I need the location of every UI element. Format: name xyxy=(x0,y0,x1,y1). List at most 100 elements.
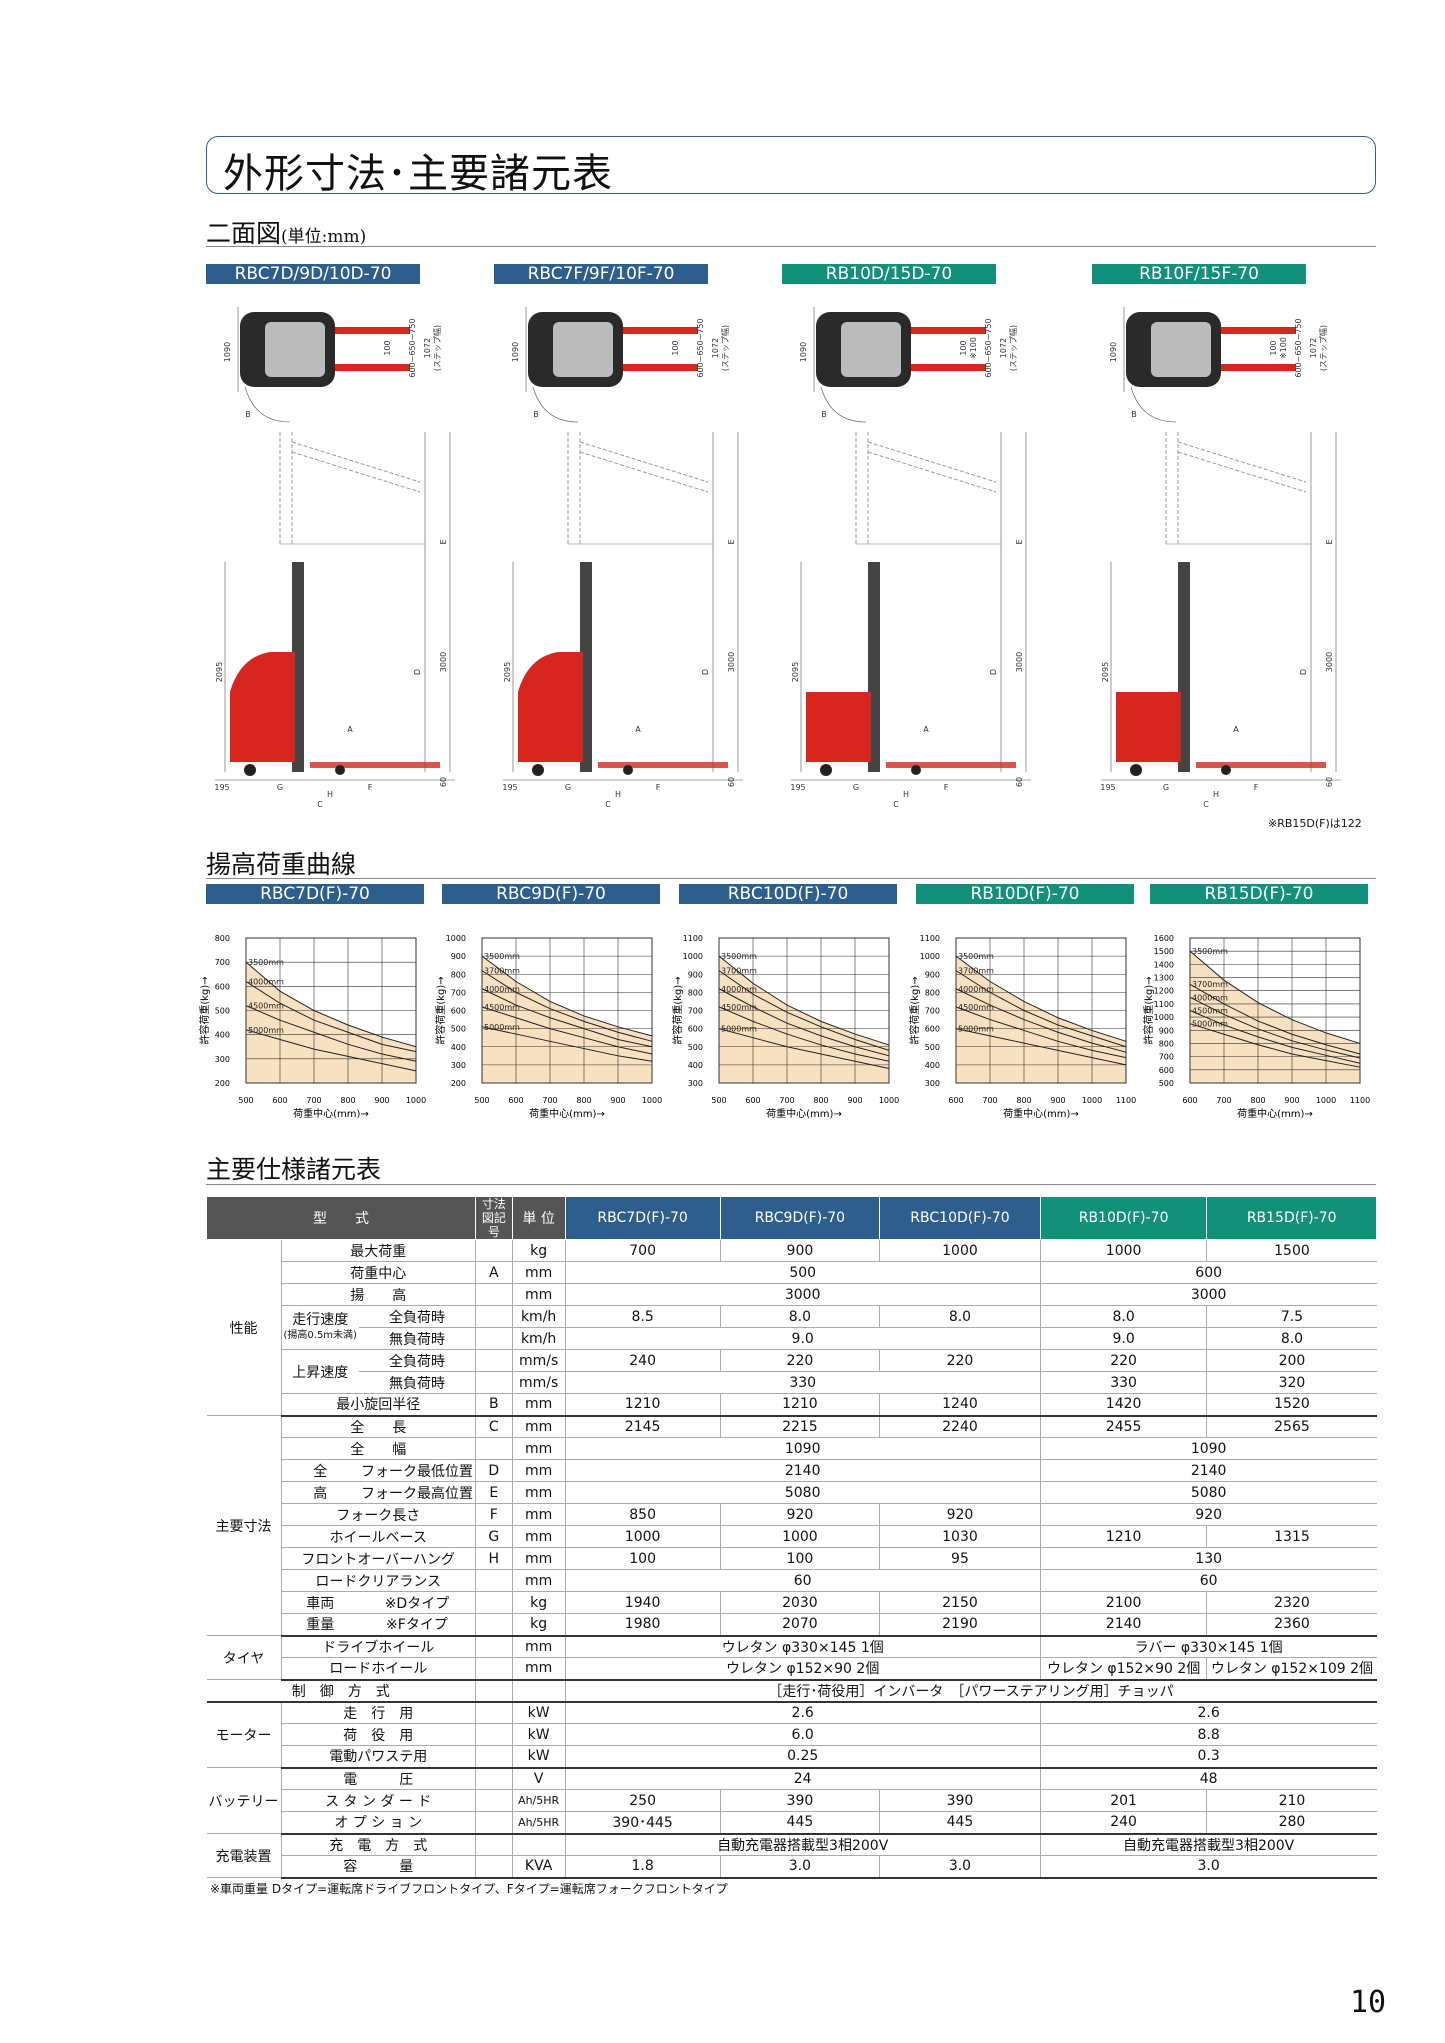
top-view-fork xyxy=(911,327,986,334)
dim-label: C xyxy=(1203,800,1209,809)
drawing-note: ※RB15D(F)は122 xyxy=(1268,817,1362,830)
row-label: ス タ ン ダ ー ド xyxy=(281,1789,476,1812)
y-tick-label: 1000 xyxy=(920,952,940,961)
dim-label: H xyxy=(327,790,333,799)
x-tick-label: 500 xyxy=(474,1096,489,1105)
x-tick-label: 700 xyxy=(542,1096,557,1105)
dim-label: 195 xyxy=(1100,783,1115,792)
dim-label: B xyxy=(533,410,539,419)
head-model-3: RBC10D(F)-70 xyxy=(879,1196,1041,1240)
top-view-fork xyxy=(623,327,698,334)
row-label: フォーク最低位置 xyxy=(358,1459,476,1482)
load-curve-chart: 3500mm3700mm4000mm4500mm5000mm3004005006… xyxy=(671,934,899,1120)
dim-label: 60 xyxy=(1325,777,1334,787)
series-line xyxy=(1189,1010,1361,1064)
x-axis-label: 荷重中心(mm)→ xyxy=(766,1107,842,1120)
row-label: 電動パワステ用 xyxy=(281,1745,476,1769)
series-label: 5000mm xyxy=(1192,1020,1228,1029)
turn-arc xyxy=(1130,386,1177,423)
y-tick-label: 500 xyxy=(1159,1079,1174,1088)
y-tick-label: 600 xyxy=(1159,1066,1174,1075)
series-line xyxy=(955,955,1127,1042)
y-tick-label: 500 xyxy=(215,1007,230,1016)
y-tick-label: 900 xyxy=(925,970,940,979)
y-tick-label: 1000 xyxy=(1154,1013,1174,1022)
x-tick-label: 800 xyxy=(1250,1096,1265,1105)
x-tick-label: 700 xyxy=(306,1096,321,1105)
side-view-body xyxy=(230,652,295,762)
row-label: ロードホイール xyxy=(281,1657,476,1681)
series-line xyxy=(1189,1023,1361,1068)
y-tick-label: 400 xyxy=(215,1031,230,1040)
series-line xyxy=(245,1029,417,1072)
series-line xyxy=(955,1006,1127,1059)
series-line xyxy=(245,981,417,1053)
wheel xyxy=(623,765,633,775)
load-curve-chart: 3500mm4000mm4500mm5000mm2003004005006007… xyxy=(198,934,426,1120)
dim-label: 100 xyxy=(383,340,392,355)
row-label: フォーク長さ xyxy=(281,1503,476,1526)
y-tick-label: 800 xyxy=(215,934,230,943)
drawing-model-label: RBC7F/9F/10F-70 xyxy=(494,264,708,284)
y-tick-label: 1300 xyxy=(1154,974,1174,983)
y-tick-label: 500 xyxy=(925,1043,940,1052)
dim-label: D xyxy=(413,669,422,675)
page-title-box: 外形寸法･主要諸元表 xyxy=(206,136,1376,197)
x-tick-label: 900 xyxy=(847,1096,862,1105)
section-drawings-heading: 二面図(単位:mm) xyxy=(206,219,367,248)
dim-label: 1072 xyxy=(711,338,720,358)
wheel xyxy=(911,765,921,775)
x-tick-label: 500 xyxy=(238,1096,253,1105)
dim-label: F xyxy=(656,783,661,792)
dim-label: 2095 xyxy=(215,662,224,682)
head-code: 寸法図記号 xyxy=(474,1196,513,1240)
row-label: 走 行 用 xyxy=(281,1701,476,1724)
dim-label: 3000 xyxy=(1015,652,1024,672)
series-label: 4500mm xyxy=(721,1003,757,1012)
head-model: 型 式 xyxy=(206,1196,476,1240)
y-tick-label: 800 xyxy=(451,970,466,979)
dim-label: 100 xyxy=(671,340,680,355)
row-label: ホイールベース xyxy=(281,1525,476,1548)
side-view-fork xyxy=(1196,762,1326,768)
dim-label: 1090 xyxy=(1109,342,1118,362)
row-label: 最大荷重 xyxy=(281,1239,476,1262)
series-label: 4500mm xyxy=(1192,1007,1228,1016)
x-tick-label: 600 xyxy=(745,1096,760,1105)
footnote: ※車両重量 Dタイプ=運転席ドライブフロントタイプ、Fタイプ=運転席フォークフロ… xyxy=(210,1882,728,1896)
row-label: 全 長 xyxy=(281,1415,476,1438)
wheel xyxy=(1221,765,1231,775)
drawing-model-label: RB10F/15F-70 xyxy=(1092,264,1306,284)
series-label: 4500mm xyxy=(248,1002,284,1011)
dim-label: ※100 xyxy=(969,337,978,359)
dim-label: 195 xyxy=(502,783,517,792)
raised-mast xyxy=(279,432,421,544)
dim-label: A xyxy=(923,725,929,734)
row-label: 荷重中心 xyxy=(281,1261,476,1284)
series-label: 4000mm xyxy=(248,978,284,987)
dim-label: G xyxy=(853,783,859,792)
y-tick-label: 600 xyxy=(688,1025,703,1034)
group-motor: モーター xyxy=(206,1701,282,1768)
series-label: 3700mm xyxy=(958,967,994,976)
dim-label: B xyxy=(1131,410,1137,419)
wheel xyxy=(244,764,256,776)
y-axis-label: 許容荷重(kg)→ xyxy=(198,976,211,1044)
y-tick-label: 1000 xyxy=(446,934,466,943)
unit-note: (単位:mm) xyxy=(281,227,367,247)
series-line xyxy=(1189,950,1361,1044)
turn-arc xyxy=(244,386,291,423)
dim-label: 1072 xyxy=(1309,338,1318,358)
series-line xyxy=(245,961,417,1048)
